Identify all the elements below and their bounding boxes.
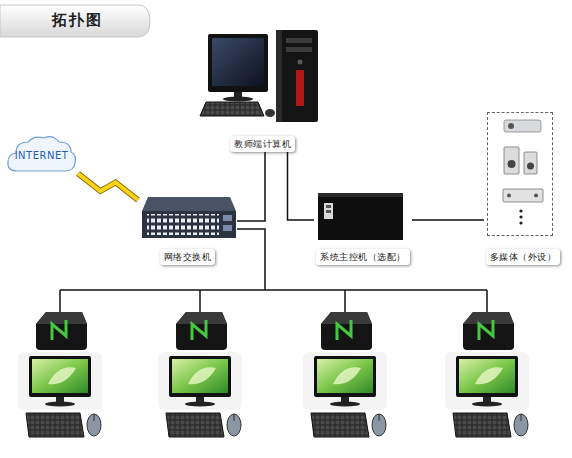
network-cable	[412, 220, 484, 221]
main-controller-illustration	[318, 193, 403, 240]
cloud-node: INTERNET	[5, 133, 78, 178]
multimedia-illustration	[503, 120, 543, 225]
client-bus-wires	[60, 229, 487, 312]
network-cable	[237, 152, 265, 221]
wireless-link	[78, 174, 138, 201]
dashed-frame	[487, 112, 553, 236]
switch-illustration	[142, 197, 236, 238]
title-tab	[0, 5, 150, 37]
peripheral-group: 多媒体（外设）	[484, 108, 562, 265]
client-terminal	[445, 312, 529, 437]
diagram-title: 拓扑图	[52, 11, 103, 30]
device-label: 教师端计算机	[230, 136, 295, 152]
controller-node: 系统主控机（选配）	[314, 190, 412, 265]
device-label: 系统主控机（选配）	[316, 249, 410, 265]
network-cable	[288, 152, 315, 220]
cloud-label: INTERNET	[15, 150, 69, 161]
client-terminal	[18, 312, 102, 437]
device-label: 多媒体（外设）	[486, 249, 561, 265]
switch-node: 网络交换机	[138, 192, 237, 265]
device-label: 网络交换机	[160, 249, 216, 265]
teacher-computer-illustration	[200, 30, 318, 122]
client-terminal	[303, 312, 387, 437]
computer-node: 教师端计算机	[200, 25, 325, 152]
client-terminal	[158, 312, 242, 437]
